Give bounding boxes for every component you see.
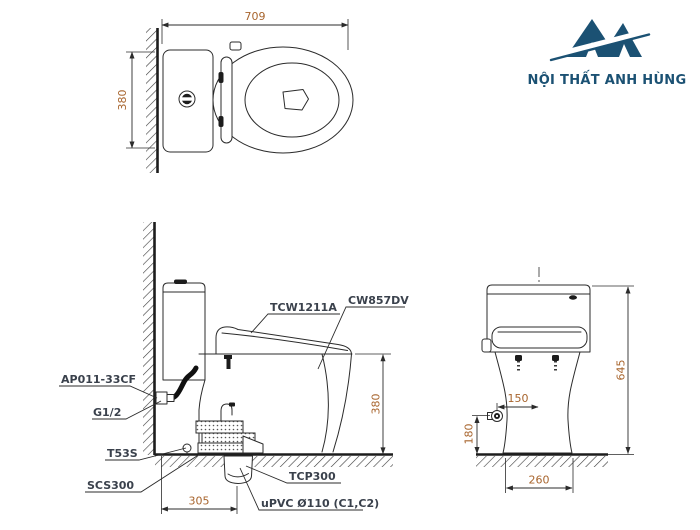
dimension-total-height: 645 bbox=[592, 285, 634, 455]
seat-band-front bbox=[491, 326, 588, 349]
mount-bolt-right bbox=[552, 355, 559, 361]
label-fixing-bolt: T53S bbox=[107, 447, 138, 460]
hinge-tab bbox=[229, 41, 242, 51]
refill-tube-cap bbox=[229, 402, 235, 407]
dimension-top-width: 709 bbox=[161, 10, 349, 50]
supply-nipple bbox=[166, 394, 175, 402]
dimension-seat-height: 380 bbox=[355, 353, 391, 455]
dim-text-outlet-offset: 305 bbox=[189, 495, 210, 508]
refill-tube bbox=[220, 403, 233, 422]
label-washlet-seat: TCW1211A bbox=[270, 301, 337, 314]
leader-drain-pipe bbox=[239, 467, 363, 511]
leader-washlet bbox=[250, 313, 340, 334]
dimension-top-depth: 380 bbox=[116, 51, 155, 149]
leader-thread bbox=[92, 400, 162, 420]
leader-stop-valve bbox=[59, 385, 158, 399]
bowl-rim-plan bbox=[244, 62, 340, 138]
hinge-clip-lower bbox=[218, 116, 224, 127]
floor-hatch-front-view bbox=[476, 456, 608, 467]
tank-button-front bbox=[569, 295, 577, 300]
floor-hatch-side-view bbox=[155, 456, 393, 467]
bowl-body-front bbox=[494, 351, 581, 454]
bowl-outline-plan bbox=[212, 46, 354, 154]
top-view: 709 380 bbox=[116, 10, 354, 173]
flange-wedge bbox=[242, 435, 264, 454]
hinge-clip-upper bbox=[218, 72, 224, 83]
supply-valve-dot bbox=[495, 414, 499, 418]
dim-text-total-height: 645 bbox=[615, 360, 628, 381]
dim-text-supply-height: 180 bbox=[463, 424, 476, 445]
washlet-lid-edge bbox=[221, 332, 348, 351]
label-bowl: CW857DV bbox=[348, 294, 409, 307]
wall-hatch-side-view bbox=[143, 222, 154, 455]
tank-side bbox=[162, 282, 206, 381]
dim-text-supply-offset: 150 bbox=[508, 392, 529, 405]
front-view: 645 150 180 260 bbox=[463, 267, 634, 493]
drain-pipe-shape bbox=[223, 455, 253, 484]
hinge-bolt-cap bbox=[224, 355, 232, 359]
seat-hinge-bar bbox=[220, 56, 233, 144]
dimension-supply-offset: 150 bbox=[496, 392, 539, 410]
label-flange: TCP300 bbox=[289, 470, 336, 483]
side-view: 380 305 TCW1211A CW857DV AP011-33CF G1/2… bbox=[59, 222, 409, 514]
leader-flange bbox=[245, 465, 341, 484]
label-stop-valve: AP011-33CF bbox=[61, 373, 136, 386]
mount-bolt-left bbox=[515, 355, 522, 361]
label-connector: SCS300 bbox=[87, 479, 134, 492]
dim-text-top-width: 709 bbox=[245, 10, 266, 23]
dimension-supply-height: 180 bbox=[463, 415, 490, 455]
logo-notch-right bbox=[619, 44, 630, 57]
bowl-inner-curve bbox=[321, 353, 329, 453]
leader-connector bbox=[85, 453, 201, 493]
dimension-base-width: 260 bbox=[505, 458, 574, 493]
dim-text-base-width: 260 bbox=[529, 474, 550, 487]
dimension-outlet-offset: 305 bbox=[160, 456, 238, 514]
brand-logo: NỘI THẤT ANH HÙNG bbox=[528, 19, 687, 88]
leader-fixing-bolt bbox=[105, 447, 187, 461]
logo-mark-icon bbox=[549, 19, 651, 62]
side-control-tab bbox=[481, 338, 492, 353]
connector-block-upper bbox=[195, 420, 244, 434]
drain-pipe-inner-edge bbox=[227, 473, 249, 478]
logo-swoosh-gap bbox=[556, 29, 646, 59]
dim-text-top-depth: 380 bbox=[116, 90, 129, 111]
stop-valve-body bbox=[155, 391, 168, 405]
leader-bowl bbox=[317, 306, 405, 370]
bowl-front-edge bbox=[332, 353, 352, 453]
flush-knob-slot bbox=[180, 97, 194, 101]
label-drain-pipe: uPVC Ø110 (C1,C2) bbox=[261, 497, 379, 510]
pedestal-back-edge bbox=[198, 379, 206, 453]
hinge-bolt bbox=[226, 359, 231, 369]
logo-swoosh-line bbox=[549, 33, 651, 62]
tank-top-button bbox=[174, 279, 187, 284]
water-spot bbox=[282, 89, 309, 111]
dim-text-seat-height: 380 bbox=[370, 394, 383, 415]
brand-name: NỘI THẤT ANH HÙNG bbox=[528, 70, 687, 88]
label-supply-thread: G1/2 bbox=[93, 406, 121, 419]
wall-hatch-top-view bbox=[146, 28, 157, 173]
